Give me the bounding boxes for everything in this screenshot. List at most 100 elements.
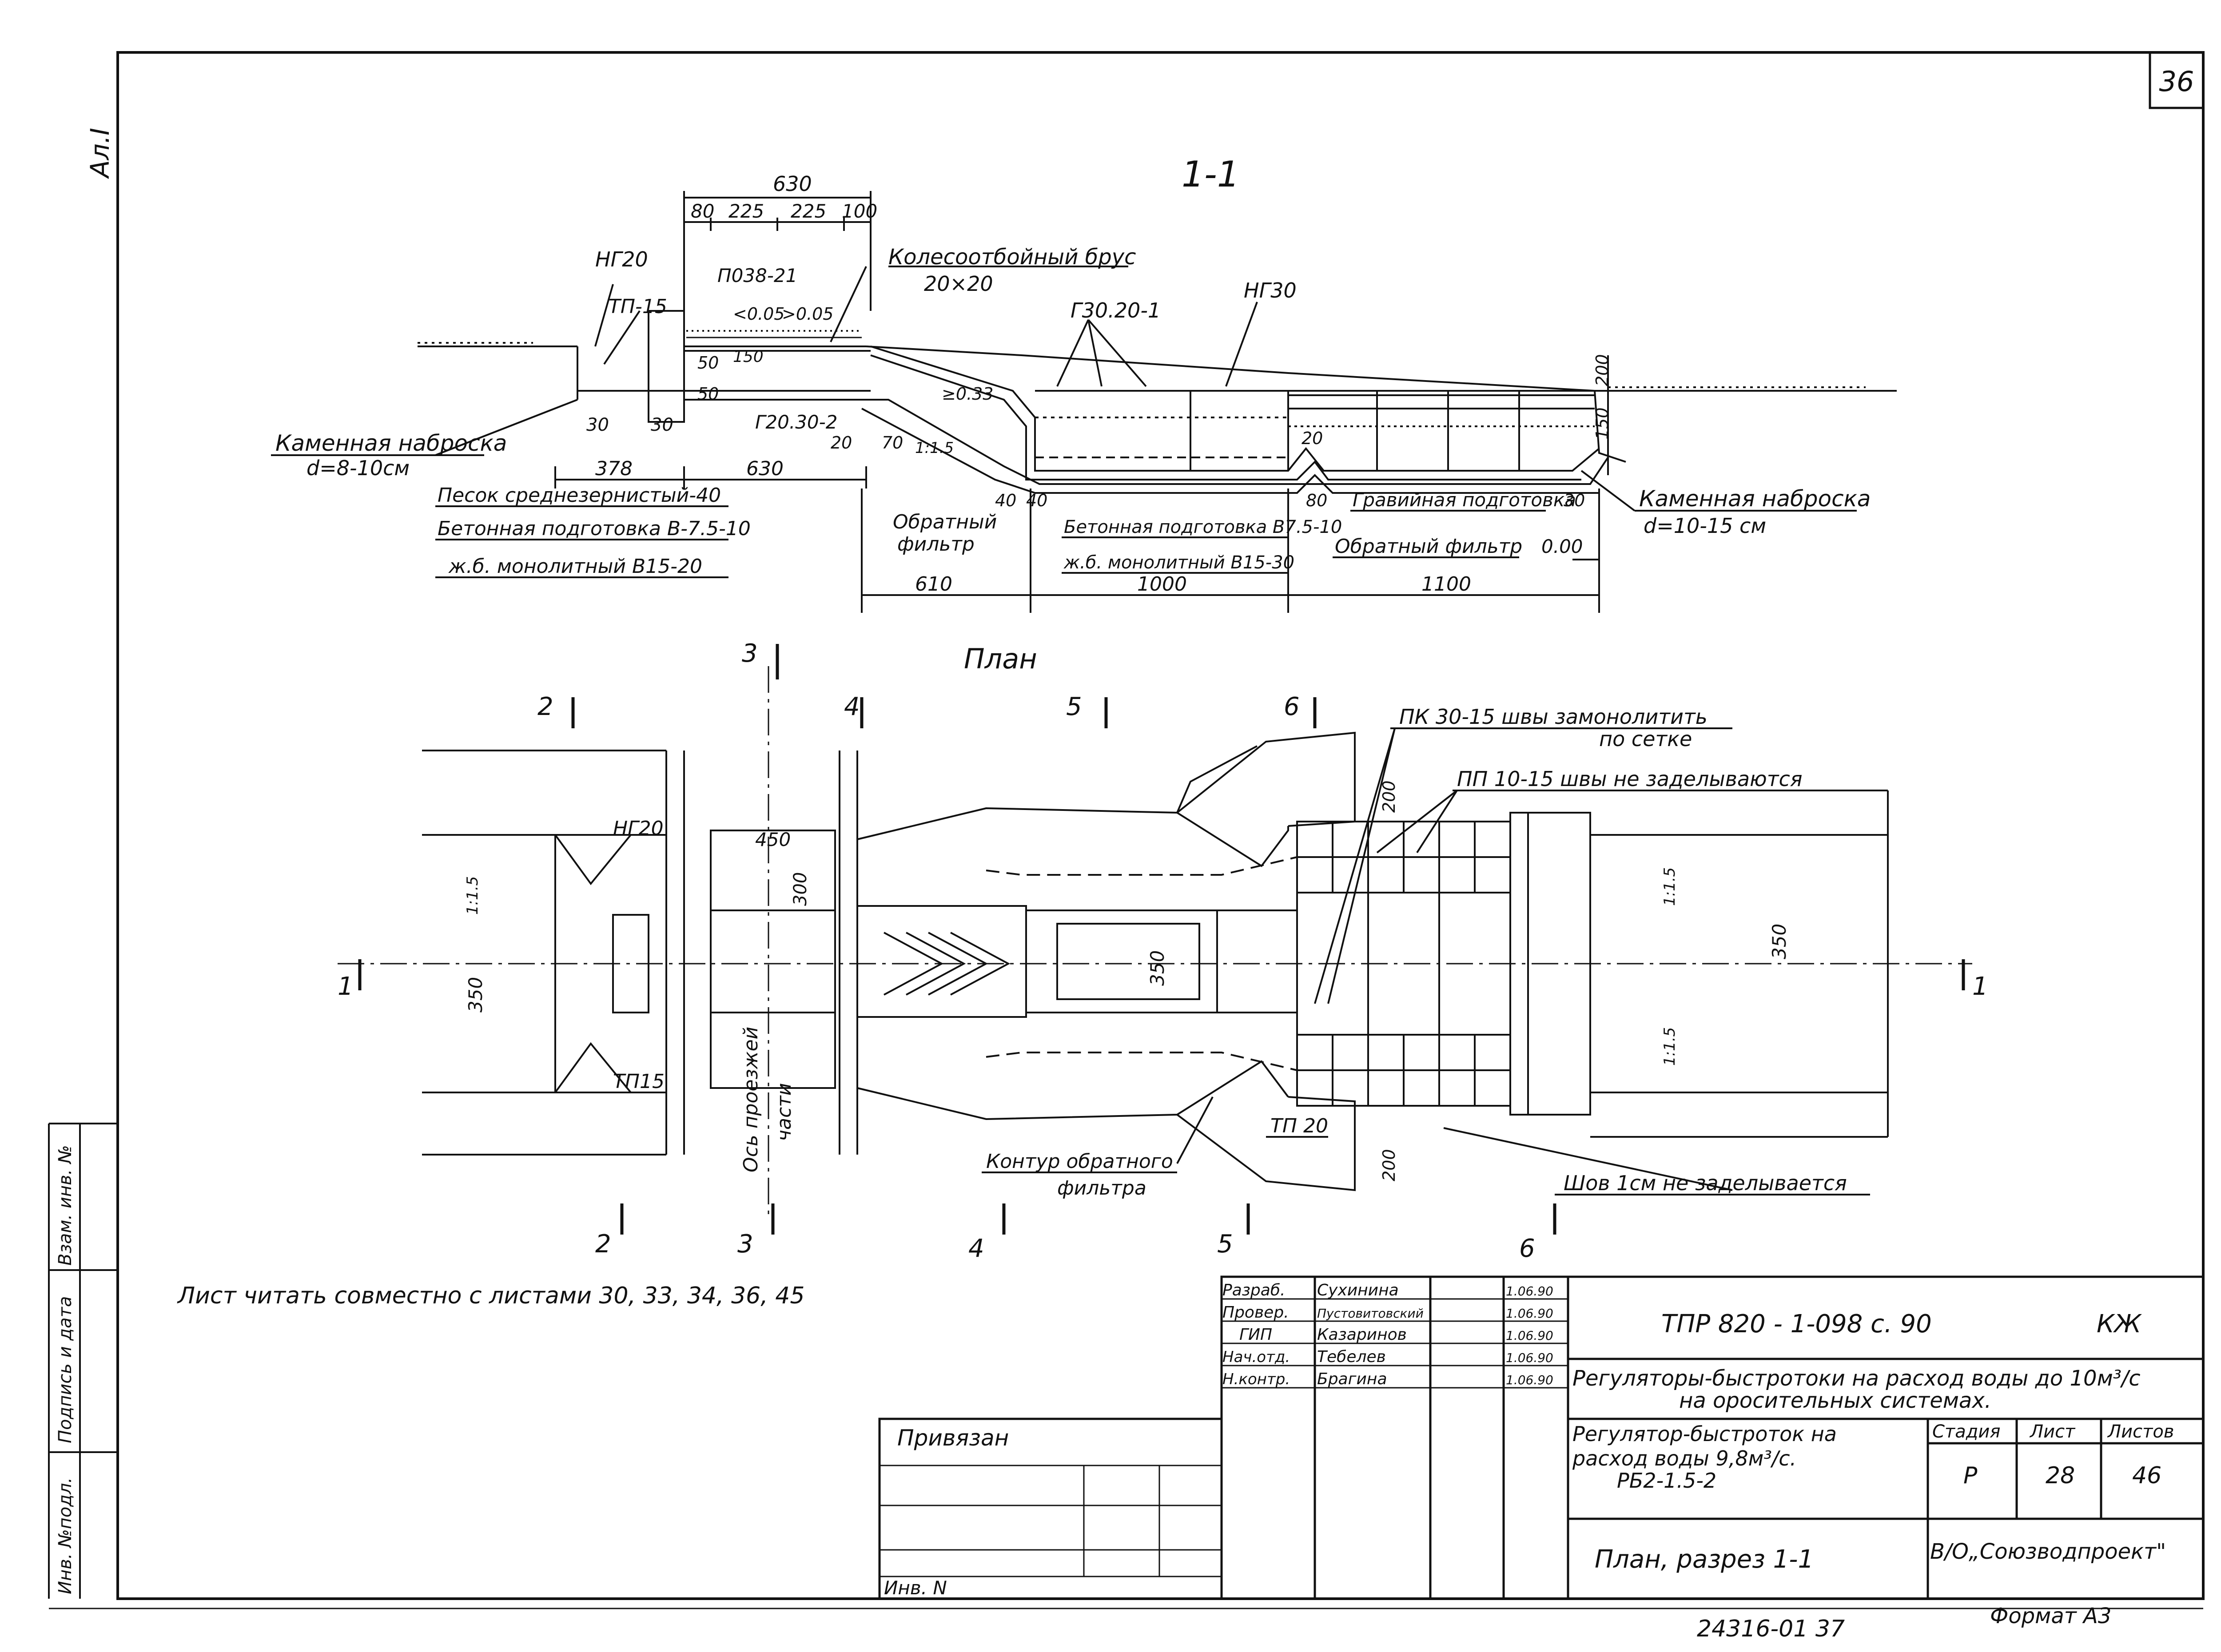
dim-150-vert: 150 (1592, 407, 1612, 440)
name-2: Пустовитовский (1317, 1306, 1424, 1321)
doc-mark: КЖ (2097, 1310, 2142, 1338)
label-reverse-filter-2: фильтр (897, 533, 975, 556)
plan-pk3015-b: по сетке (1599, 727, 1692, 751)
dim-70: 70 (882, 433, 903, 453)
dim-top-80: 80 (691, 200, 714, 222)
date-2: 1.06.90 (1506, 1306, 1553, 1321)
label-concrete-prep: Бетонная подготовка В-7.5-10 (438, 517, 751, 540)
name-5: Брагина (1317, 1370, 1387, 1388)
label-wheel-guard-size: 20×20 (924, 272, 993, 296)
date-5: 1.06.90 (1506, 1373, 1553, 1387)
section-texts: 630 80 225 225 100 НГ20 ТП-15 П038-21 Ко… (275, 172, 1871, 596)
role-5: Н.контр. (1222, 1370, 1290, 1388)
label-stone-left: Каменная наброска (275, 430, 507, 456)
date-3: 1.06.90 (1506, 1328, 1553, 1343)
sheet-note: Лист читать совместно с листами 30, 33, … (177, 1283, 804, 1309)
object-line-3: РБ2-1.5-2 (1617, 1469, 1716, 1493)
plan-seam: Шов 1см не заделывается (1564, 1171, 1847, 1195)
plan-tp20: ТП 20 (1270, 1115, 1328, 1137)
label-rc-mono: ж.б. монолитный В15-20 (448, 555, 702, 578)
name-4: Тебелев (1317, 1348, 1386, 1366)
cut-mark-6-top: 6 (1284, 692, 1300, 721)
date-4: 1.06.90 (1506, 1350, 1553, 1365)
dim-40-b: 40 (1026, 491, 1047, 510)
dim-30-b: 30 (651, 415, 673, 435)
dim-top-total: 630 (773, 172, 812, 196)
role-4: Нач.отд. (1222, 1348, 1290, 1366)
plan-pp1015: ПП 10-15 швы не заделываются (1457, 767, 1803, 791)
label-gravel: Гравийная подготовка (1353, 489, 1576, 511)
drawing-name: План, разрез 1-1 (1595, 1545, 1814, 1574)
dim-20-b: 20 (1302, 429, 1323, 448)
label-slope-033: ≥0.33 (942, 384, 993, 404)
section-title: 1-1 (1182, 154, 1240, 195)
dim-50-b: 50 (697, 384, 719, 404)
plan-tp15: ТП15 (613, 1070, 665, 1093)
label-g3020-1: Г30.20-1 (1071, 298, 1161, 322)
label-slope-15: 1:1.5 (915, 439, 954, 457)
dim-40-a: 40 (995, 491, 1016, 510)
dim-top-225a: 225 (728, 200, 764, 222)
privyazan-label: Привязан (897, 1425, 1009, 1451)
label-ng20: НГ20 (595, 247, 648, 271)
inv-label: Инв. N (884, 1577, 947, 1599)
plan-dim-200-top: 200 (1379, 780, 1399, 813)
plan-road-axis-2: части (773, 1083, 796, 1141)
sheet-value: 28 (2046, 1462, 2075, 1489)
label-wheel-guard: Колесоотбойный брус (888, 245, 1136, 270)
plan-dim-350-mid: 350 (1146, 950, 1168, 986)
sheets-header: Листов (2107, 1422, 2174, 1442)
stage-value: Р (1963, 1462, 1978, 1489)
cut-mark-2-top: 2 (537, 692, 553, 721)
dim-30-c: 30 (1564, 491, 1585, 510)
title-block (878, 1275, 2205, 1600)
cut-mark-3-bottom: 3 (737, 1230, 753, 1259)
dim-top-100: 100 (842, 200, 877, 222)
label-stone-left-d: d=8-10см (306, 456, 410, 480)
name-1: Сухинина (1317, 1281, 1399, 1299)
label-tp15: ТП-15 (609, 295, 667, 318)
dim-378: 378 (595, 457, 633, 480)
bottom-number: 24316-01 37 (1697, 1616, 1845, 1642)
doc-code: ТПР 820 - 1-098 с. 90 (1661, 1310, 1932, 1338)
cut-mark-6-bottom: 6 (1519, 1234, 1535, 1263)
section-1-1 (271, 191, 1897, 613)
dim-630-bottom: 630 (746, 457, 784, 480)
plan-ng20: НГ20 (613, 817, 664, 840)
dim-610: 610 (915, 573, 952, 596)
dim-200-vert: 200 (1592, 354, 1612, 386)
plan-filter-contour: Контур обратного (986, 1150, 1173, 1173)
plan-dim-350-left: 350 (465, 977, 486, 1013)
stage-header: Стадия (1932, 1422, 2000, 1442)
label-ng30: НГ30 (1244, 278, 1297, 302)
cut-mark-5-bottom: 5 (1217, 1230, 1233, 1259)
name-3: Казаринов (1317, 1326, 1407, 1344)
label-level-000: 150 (733, 348, 764, 366)
dim-200-bottom: 0.00 (1541, 536, 1583, 557)
label-stone-right-d: d=10-15 см (1644, 514, 1766, 538)
sheet-number: 36 (2159, 65, 2194, 98)
plan-texts: 2 3 4 5 6 2 3 4 5 6 1 1 НГ20 ТП15 450 30… (338, 639, 1988, 1263)
role-2: Провер. (1222, 1303, 1289, 1322)
dim-1100: 1100 (1421, 573, 1471, 596)
role-1: Разраб. (1222, 1281, 1285, 1299)
left-strip-replace: Взам. инв. № (55, 1145, 76, 1266)
plan-dim-450: 450 (755, 829, 791, 850)
dim-80-a: 80 (1306, 491, 1327, 510)
dim-1000: 1000 (1137, 573, 1187, 596)
dim-20: 20 (831, 433, 852, 453)
label-reverse-filter-3: Обратный фильтр (1335, 535, 1522, 558)
side-label: Ал.I (85, 128, 115, 179)
left-strip-inv: Инв. №подл. (55, 1477, 76, 1594)
date-1: 1.06.90 (1506, 1284, 1553, 1299)
cut-mark-2-bottom: 2 (595, 1230, 611, 1259)
object-line-2: расход воды 9,8м³/с. (1572, 1446, 1796, 1470)
plan-dim-200-bottom: 200 (1379, 1149, 1399, 1181)
plan-filter-contour-2: фильтра (1057, 1177, 1146, 1199)
dim-top-225b: 225 (791, 200, 826, 222)
bottom-format: Формат А3 (1990, 1604, 2111, 1628)
label-rc-mono-2: ж.б. монолитный В15-30 (1063, 552, 1294, 573)
role-3: ГИП (1239, 1326, 1272, 1344)
dim-30-a: 30 (586, 415, 609, 435)
axis-cut-right: 1 (1972, 972, 1988, 1001)
